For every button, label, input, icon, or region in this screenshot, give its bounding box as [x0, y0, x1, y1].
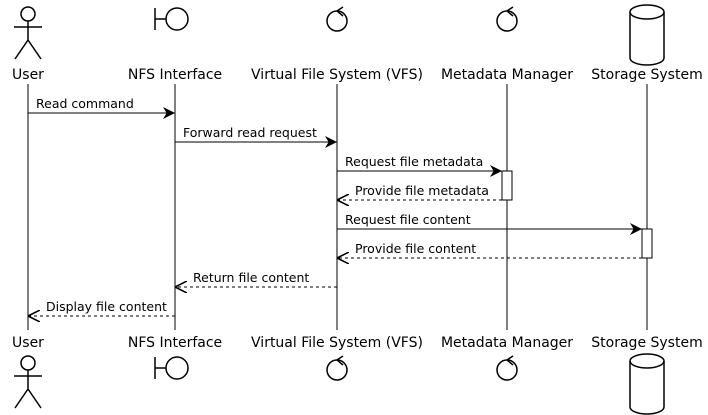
participant-label: NFS Interface — [128, 335, 222, 351]
participant-label: User — [12, 335, 44, 351]
participant-meta-top: Metadata Manager — [441, 6, 573, 83]
participant-label: User — [12, 67, 44, 83]
participant-nfs-bottom: NFS Interface — [128, 335, 222, 380]
message: Provide file metadata — [337, 183, 502, 200]
participant-storage-top: Storage System — [591, 4, 703, 83]
message-label: Request file metadata — [345, 154, 483, 169]
participant-label: Virtual File System (VFS) — [251, 335, 423, 351]
activation-storage — [641, 228, 653, 259]
message: Provide file content — [337, 241, 642, 258]
control-circle-icon — [496, 359, 518, 381]
participant-label: Metadata Manager — [441, 335, 573, 351]
message-label: Read command — [36, 96, 134, 111]
participant-label: NFS Interface — [128, 67, 222, 83]
activations-layer — [501, 170, 653, 259]
participant-nfs-top: NFS Interface — [128, 7, 222, 83]
actor-head-icon — [20, 355, 36, 371]
boundary-bar-icon — [154, 8, 166, 30]
control-arrow-icon — [505, 355, 514, 366]
participant-label: Storage System — [591, 67, 702, 83]
control-arrow-icon — [505, 6, 514, 17]
message-label: Provide file metadata — [355, 183, 489, 198]
participant-label: Metadata Manager — [441, 67, 573, 83]
participant-storage-bottom: Storage System — [591, 335, 703, 415]
actor-body-icon — [14, 21, 42, 60]
control-arrow-icon — [335, 6, 344, 17]
activation-meta — [501, 170, 513, 201]
message: Request file metadata — [337, 154, 502, 177]
message: Display file content — [28, 299, 175, 316]
message: Return file content — [175, 270, 337, 287]
actor-body-icon — [14, 370, 42, 409]
participant-meta-bottom: Metadata Manager — [441, 335, 573, 381]
boundary-bar-icon — [154, 357, 166, 379]
message-label: Provide file content — [355, 241, 476, 256]
participant-label: Storage System — [591, 335, 702, 351]
actor-head-icon — [20, 6, 36, 22]
message-label: Request file content — [345, 212, 471, 227]
participant-vfs-bottom: Virtual File System (VFS) — [251, 335, 423, 381]
message: Request file content — [337, 212, 642, 235]
boundary-circle-icon — [165, 356, 189, 380]
boundary-circle-icon — [165, 7, 189, 31]
message-label: Display file content — [46, 299, 167, 314]
message-label: Forward read request — [183, 125, 317, 140]
message-label: Return file content — [193, 270, 309, 285]
lifelines-layer — [27, 84, 648, 330]
message: Read command — [28, 96, 175, 119]
database-rim-icon — [629, 360, 665, 369]
participant-user-bottom: User — [12, 335, 44, 409]
control-arrow-icon — [335, 355, 344, 366]
participant-label: Virtual File System (VFS) — [251, 67, 423, 83]
control-circle-icon — [496, 10, 518, 32]
participant-user-top: User — [12, 6, 44, 83]
control-circle-icon — [326, 10, 348, 32]
database-rim-icon — [629, 11, 665, 20]
message: Forward read request — [175, 125, 337, 148]
database-cylinder-icon — [629, 4, 665, 66]
database-cylinder-icon — [629, 353, 665, 415]
control-circle-icon — [326, 359, 348, 381]
participant-vfs-top: Virtual File System (VFS) — [251, 6, 423, 83]
